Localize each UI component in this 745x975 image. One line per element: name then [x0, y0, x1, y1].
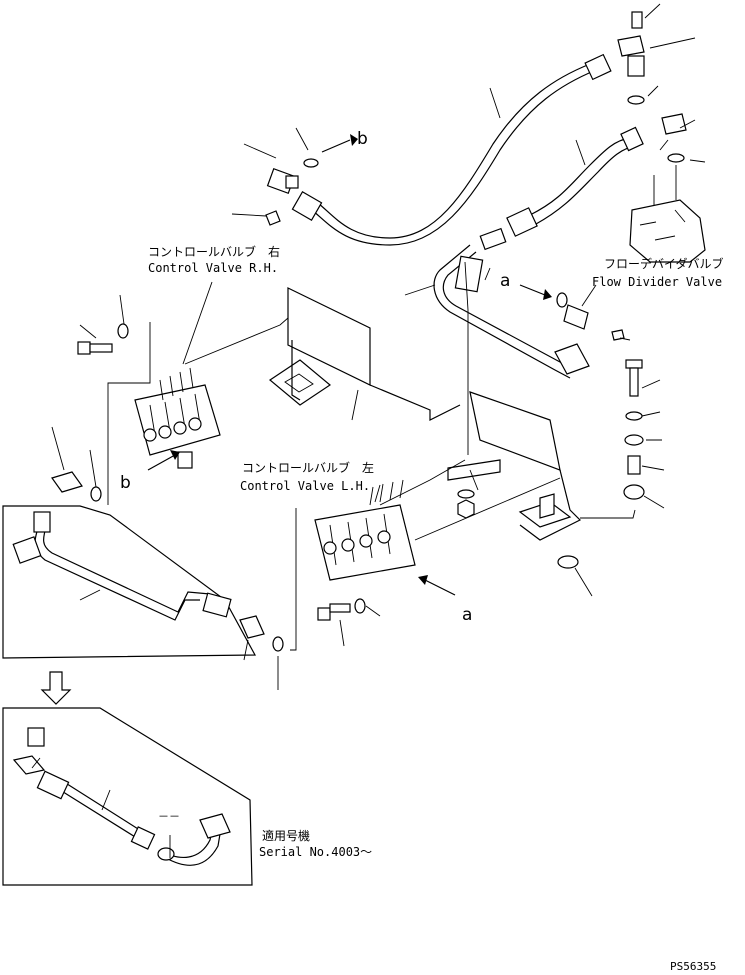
down-arrow	[40, 671, 72, 705]
ref-label-a-top: a	[500, 271, 510, 291]
serial-label-jp: 適用号機	[262, 828, 310, 843]
control-valve-lh-label-en: Control Valve L.H.	[240, 479, 370, 493]
ref-arrow-b-top	[321, 134, 358, 153]
ref-arrow-a-bottom	[418, 575, 456, 596]
serial-label-en: Serial No.4003～	[259, 845, 372, 859]
control-valve-lh	[314, 479, 416, 581]
steel-tube-center	[433, 227, 625, 379]
bolt-lh-valve	[317, 598, 366, 621]
dash-label: －－	[158, 810, 180, 823]
ref-arrow-b-left	[147, 450, 180, 471]
mounting-bracket-rh	[268, 287, 461, 421]
tube-detail-box-2	[2, 707, 253, 886]
control-valve-rh-label-en: Control Valve R.H.	[148, 261, 278, 275]
control-valve-rh	[134, 367, 221, 469]
elbow-fitting-left	[51, 471, 284, 652]
hose-to-flow-divider	[506, 126, 644, 237]
long-hose-assembly	[291, 53, 612, 246]
tube-detail-box-1	[2, 505, 257, 659]
control-valve-lh-label-jp: コントロールバルブ 左	[242, 460, 374, 475]
leader-lines	[31, 3, 706, 858]
fittings-top-right	[617, 11, 687, 163]
flow-divider-valve	[629, 199, 706, 263]
ref-label-a-bottom: a	[462, 605, 472, 625]
document-code: PS56355	[670, 960, 716, 973]
bolts-right-column	[457, 359, 645, 569]
flow-divider-label-en: Flow Divider Valve	[592, 275, 722, 289]
control-valve-rh-label-jp: コントロールバルブ 右	[148, 244, 280, 259]
ref-label-b-left: b	[120, 473, 131, 493]
bolt-rh-valve	[77, 323, 129, 355]
mounting-bracket-lh	[447, 391, 582, 541]
elbow-fitting-top-left	[265, 158, 319, 226]
ref-label-b-top: b	[357, 129, 368, 149]
ref-arrow-a-top	[519, 284, 552, 300]
flow-divider-label-jp: フローデバイダバルブ	[604, 256, 724, 271]
